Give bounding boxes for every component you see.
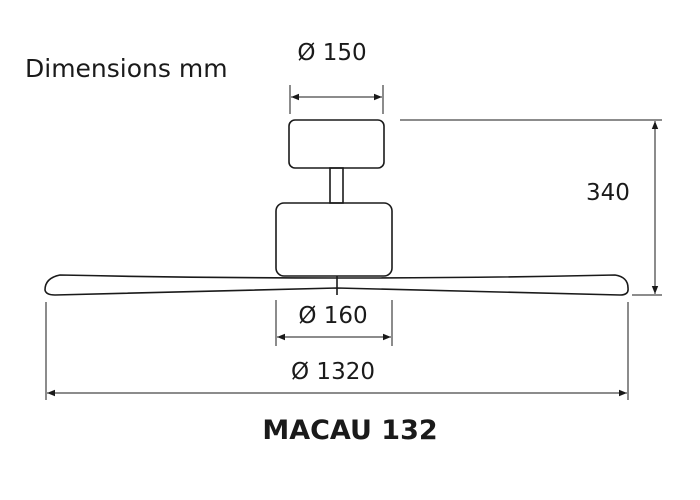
canopy-diameter-label: Ø 150 <box>297 40 367 66</box>
canopy <box>288 119 385 169</box>
diagram-title: Dimensions mm <box>25 54 228 83</box>
downrod <box>329 167 344 204</box>
motor-housing <box>275 202 393 277</box>
model-name: MACAU 132 <box>262 415 438 446</box>
blade-span-label: Ø 1320 <box>291 359 375 385</box>
motor-diameter-label: Ø 160 <box>298 303 368 329</box>
height-label: 340 <box>586 180 630 206</box>
